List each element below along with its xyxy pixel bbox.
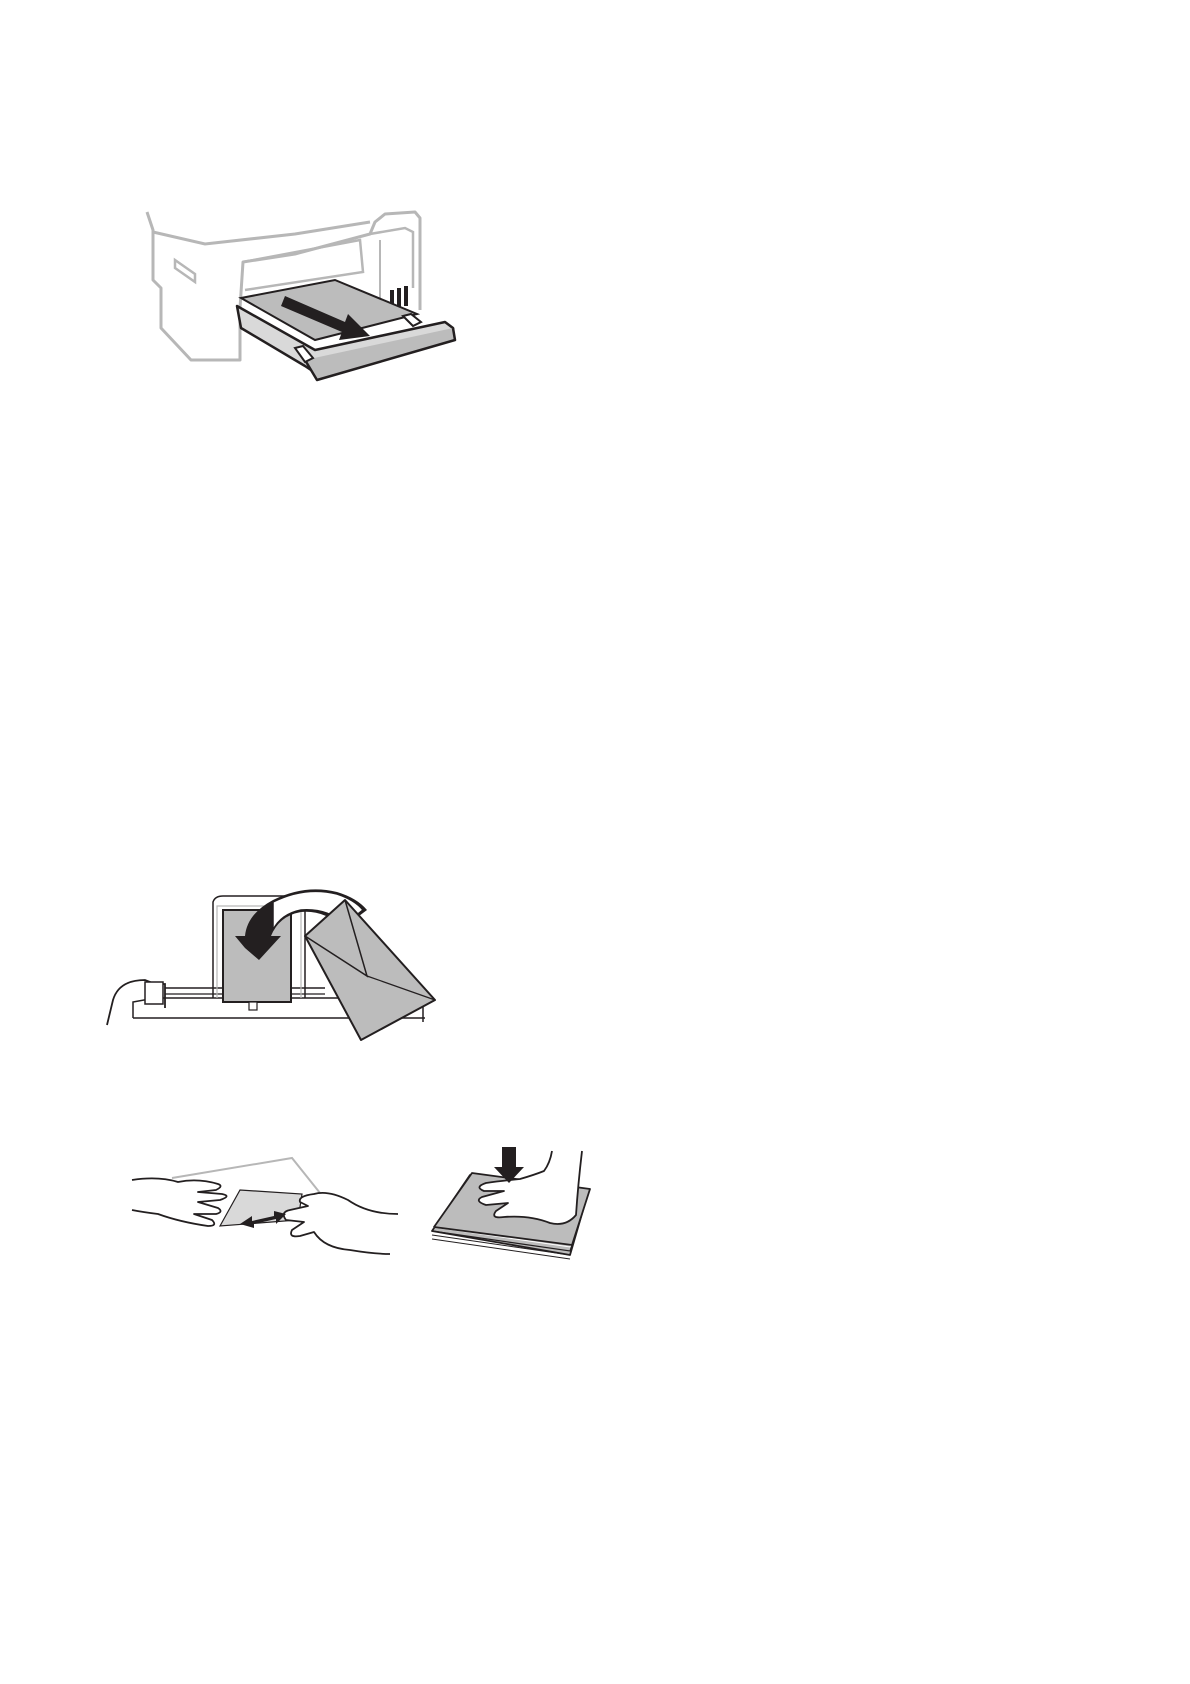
printer-paper-cassette-illustration [145, 210, 465, 410]
printer-tray-icon [145, 210, 465, 410]
hand-press-stack-icon [430, 1145, 595, 1260]
envelope-edge-flattening-illustration [128, 1150, 400, 1260]
envelope-stack-pressing-illustration [430, 1145, 595, 1260]
hands-flatten-icon [128, 1150, 400, 1260]
envelope-loading-illustration [105, 880, 445, 1050]
envelope-flap-icon [105, 880, 445, 1050]
